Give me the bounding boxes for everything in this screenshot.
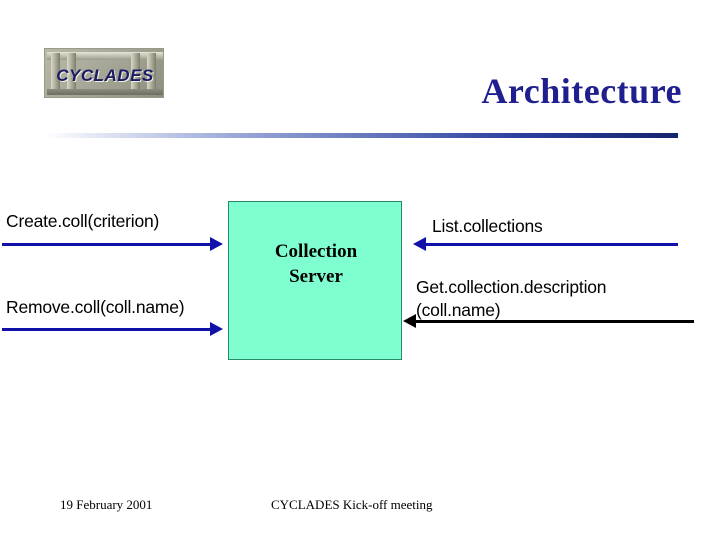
get-description-arrow-line: [416, 320, 694, 323]
remove-arrow-line: [2, 328, 210, 331]
cyclades-logo: CYCLADES: [44, 48, 164, 98]
logo-text: CYCLADES: [56, 66, 154, 85]
logo-pillar: [67, 53, 76, 95]
label-get-collection-description: Get.collection.description (coll.name): [416, 276, 607, 322]
create-arrow-line: [2, 243, 210, 246]
logo-base: [47, 89, 163, 95]
label-get-description-line2: (coll.name): [416, 300, 501, 320]
page-title: Architecture: [481, 71, 682, 111]
label-get-description-line1: Get.collection.description: [416, 277, 607, 297]
footer-meeting: CYCLADES Kick-off meeting: [271, 497, 433, 512]
label-create-coll: Create.coll(criterion): [6, 211, 160, 231]
logo-pillar: [51, 53, 60, 95]
logo-lintel: [47, 52, 163, 60]
list-collections-arrow-line: [426, 243, 678, 246]
logo-pillar: [147, 53, 156, 95]
label-list-collections: List.collections: [432, 216, 543, 236]
logo-pillar: [131, 53, 140, 95]
create-arrow-head-icon: [210, 237, 223, 251]
list-collections-arrow-head-icon: [413, 237, 426, 251]
title-divider: [44, 133, 678, 138]
label-remove-coll: Remove.coll(coll.name): [6, 297, 185, 317]
get-description-arrow-head-icon: [403, 314, 416, 328]
remove-arrow-head-icon: [210, 322, 223, 336]
footer-date: 19 February 2001: [60, 497, 153, 512]
